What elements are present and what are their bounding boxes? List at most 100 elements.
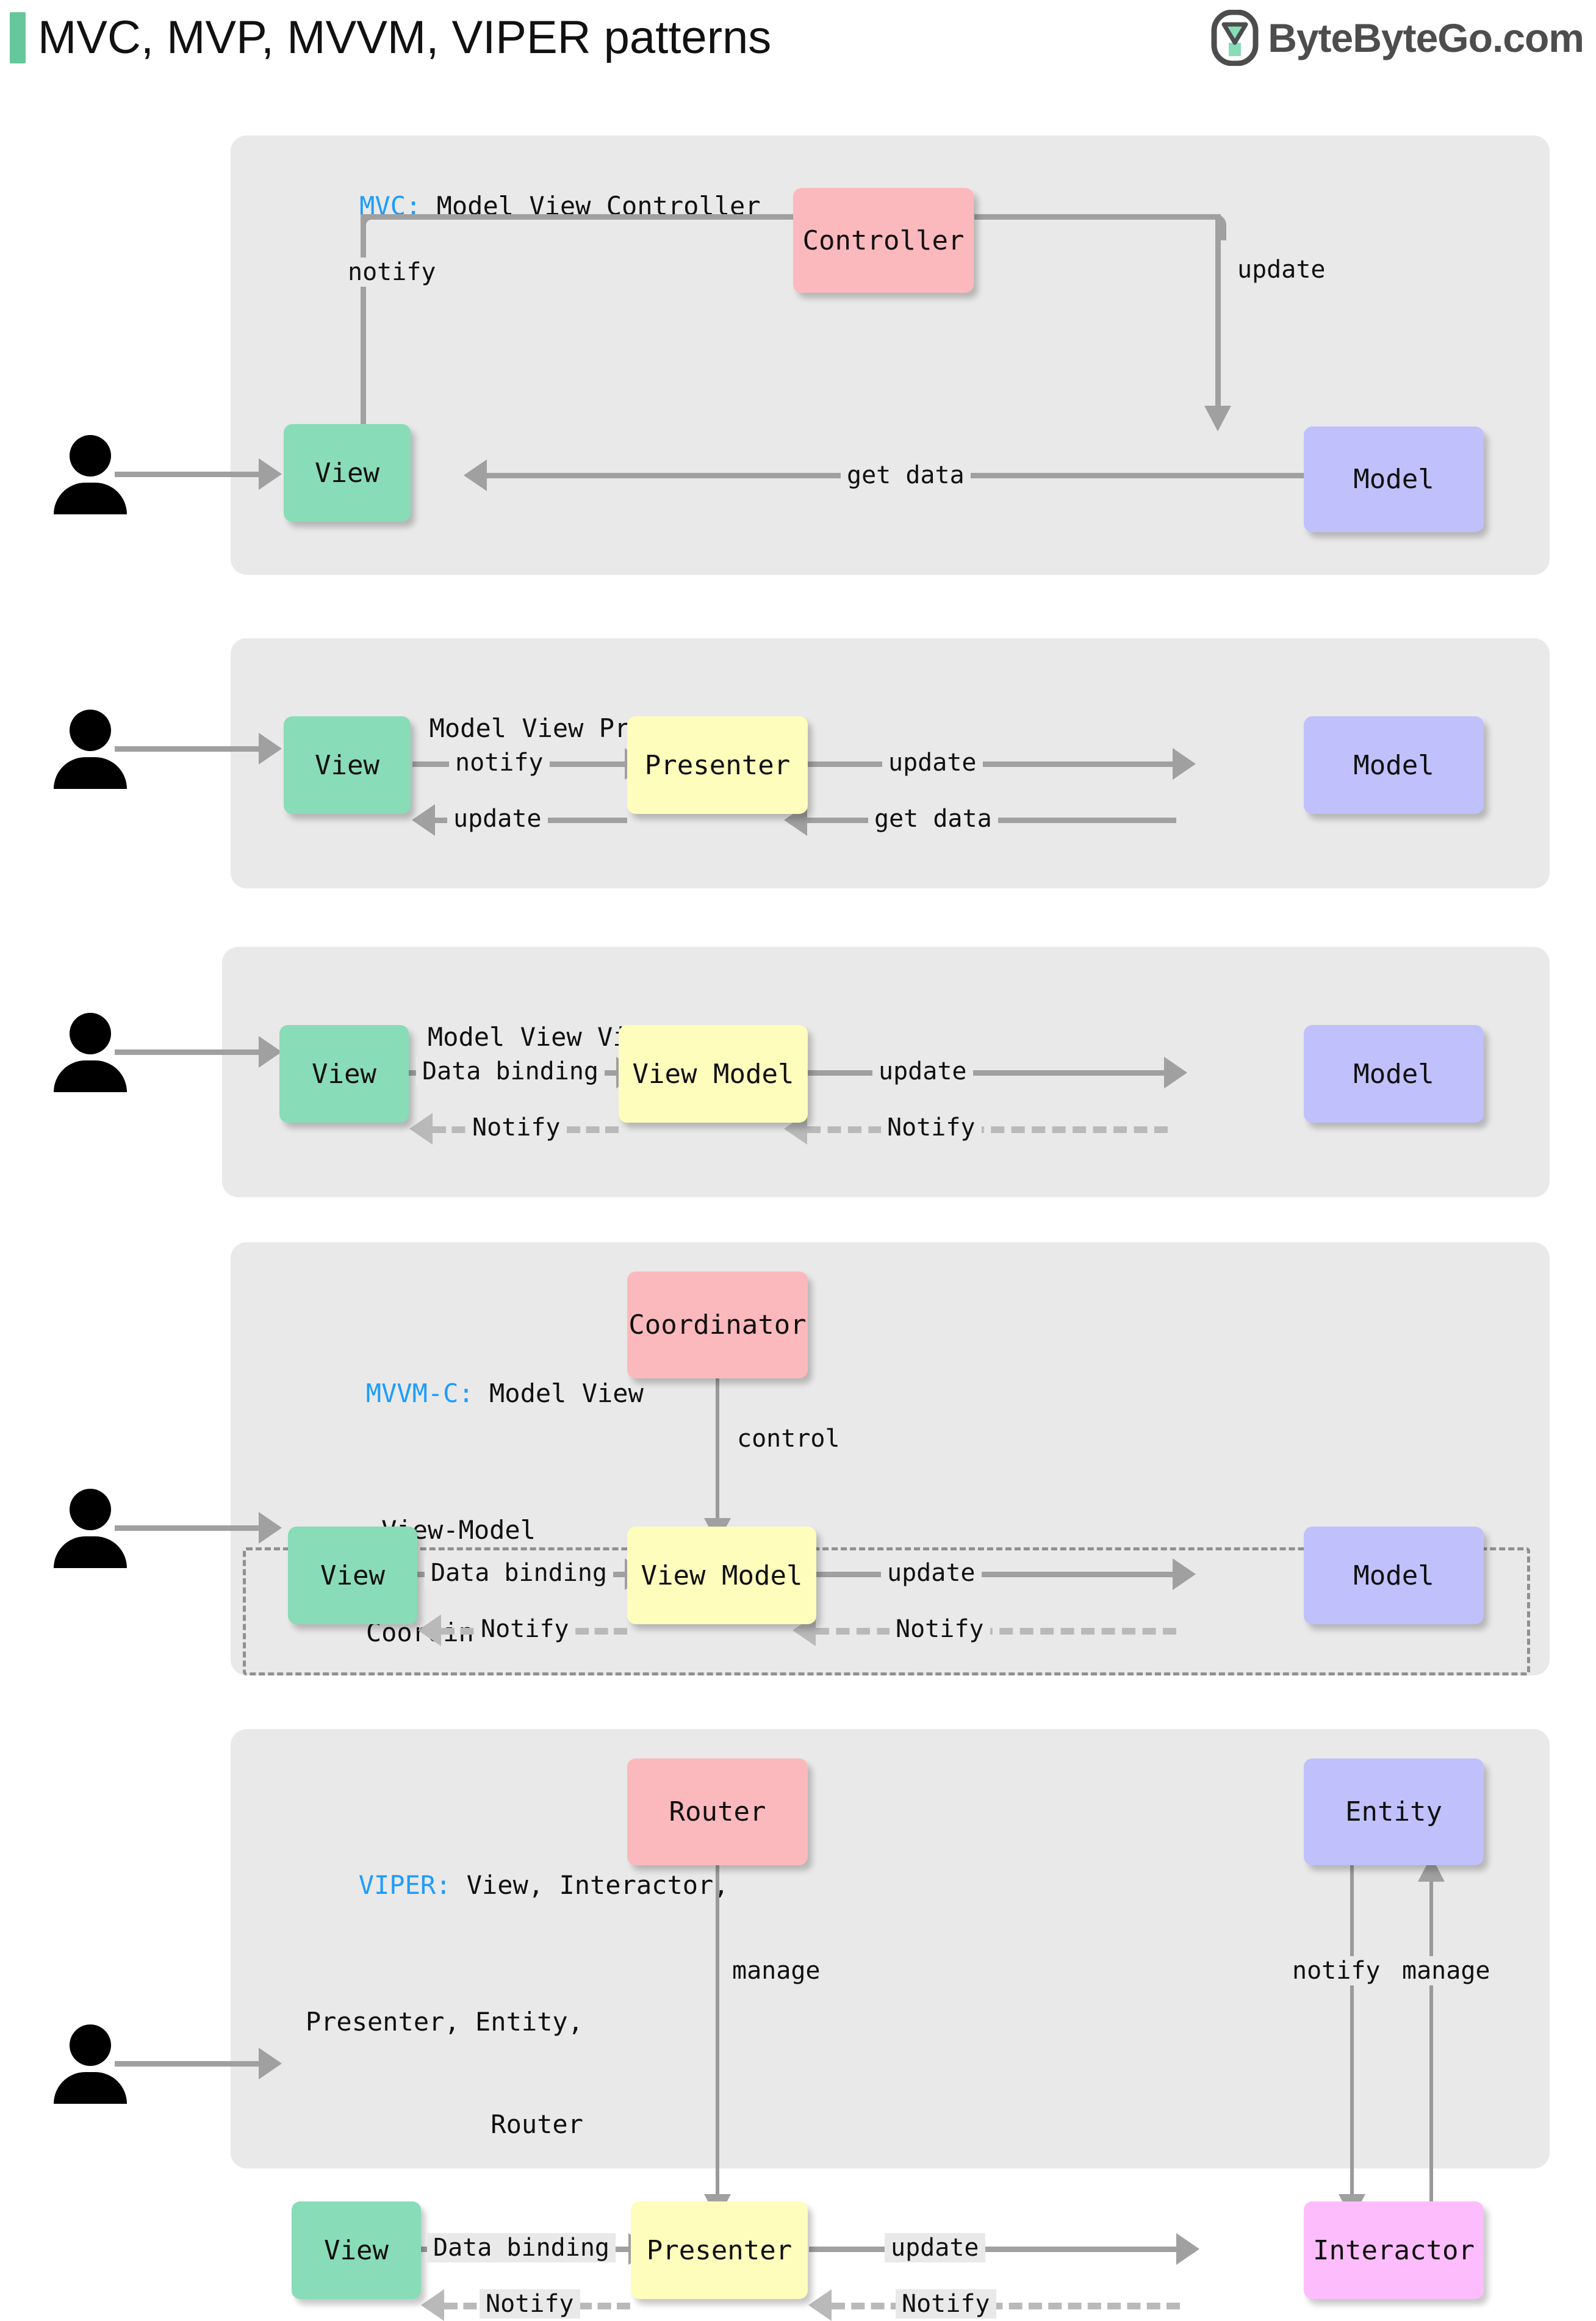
mvvmc-control-vline (716, 1378, 719, 1534)
viper-entity-manage-label: manage (1396, 1956, 1497, 1985)
viper-entity-notify-vline (1350, 1865, 1354, 2207)
mvp-notify-label: notify (449, 748, 550, 777)
mvvm-update-label: update (872, 1057, 973, 1086)
user-body (54, 757, 127, 789)
node-view-model-mvvmc[interactable]: View Model (627, 1527, 816, 1624)
node-model-mvvmc[interactable]: Model (1304, 1527, 1484, 1624)
mvvmc-notify-left-arrowhead (418, 1614, 441, 1646)
node-model-mvvm[interactable]: Model (1304, 1025, 1484, 1123)
bytebytego-logo-icon (1211, 10, 1259, 66)
node-presenter-viper[interactable]: Presenter (631, 2201, 808, 2299)
brand-text: ByteByteGo.com (1268, 15, 1584, 60)
node-presenter-mvp[interactable]: Presenter (627, 716, 808, 814)
panel-mvp: MVP: Model View Presenter notify update … (231, 638, 1550, 888)
viper-notify-left-label: Notify (480, 2289, 580, 2319)
user-icon-mvvm (54, 1013, 127, 1092)
user-icon-viper (54, 2024, 127, 2104)
user-arrow-line-mvc (115, 472, 260, 477)
panel-mvvmc-subtitle: Model View (473, 1378, 644, 1408)
mvvmc-update-label: update (881, 1558, 982, 1588)
viper-entity-notify-label: notify (1286, 1956, 1387, 1985)
panel-viper-title-line1: VIPER: View, Interactor, (266, 1834, 729, 1937)
panel-viper-subtitle: View, Interactor, (451, 1870, 729, 1900)
user-arrow-head-mvvm (259, 1036, 282, 1068)
mvc-update-label: update (1231, 255, 1332, 284)
panel-viper-key: VIPER: (358, 1870, 451, 1900)
node-router[interactable]: Router (627, 1758, 808, 1865)
node-view-mvvm[interactable]: View (279, 1025, 409, 1123)
panel-viper-title: VIPER: View, Interactor, Presenter, Enti… (266, 1766, 729, 2210)
viper-notify-right-label: Notify (896, 2289, 996, 2319)
mvvmc-update-line (793, 1572, 1175, 1577)
panel-mvvmc-title-line1: MVVM-C: Model View (273, 1342, 644, 1445)
node-view-mvp[interactable]: View (284, 716, 411, 814)
mvp-update-arrowhead (1173, 748, 1196, 780)
user-icon-mvp (54, 710, 127, 789)
node-interactor-viper[interactable]: Interactor (1304, 2201, 1484, 2299)
user-body (54, 483, 127, 514)
mvc-getdata-label: get data (841, 461, 971, 490)
mvvm-notify-right-line (807, 1126, 1168, 1133)
viper-update-label: update (885, 2233, 985, 2262)
mvvmc-control-label: control (731, 1424, 846, 1453)
node-view-mvvmc[interactable]: View (288, 1527, 417, 1624)
panel-mvvmc: MVVM-C: Model View View-Model Coordinato… (231, 1242, 1550, 1675)
user-arrow-line-mvvmc (115, 1525, 260, 1531)
user-body (54, 1536, 127, 1568)
mvc-notify-label: notify (342, 257, 442, 287)
node-view-model-mvvm[interactable]: View Model (619, 1025, 808, 1123)
panel-viper-title-line2: Presenter, Entity, (305, 2007, 583, 2037)
node-controller[interactable]: Controller (793, 188, 974, 293)
user-head (70, 1013, 111, 1054)
mvvm-notify-left-label: Notify (466, 1113, 567, 1142)
mvc-notify-hline (361, 214, 946, 220)
panel-viper-title-line3: Router (491, 2109, 583, 2139)
user-icon-mvvmc (54, 1489, 127, 1568)
mvvmc-notify-right-line (816, 1628, 1176, 1635)
viper-update-arrowhead (1176, 2233, 1199, 2265)
user-body (54, 2072, 127, 2104)
user-arrow-line-viper (115, 2061, 260, 2067)
viper-manage-label: manage (726, 1956, 827, 1985)
user-icon-mvc (54, 435, 127, 514)
viper-notify-left-arrowhead (421, 2289, 444, 2321)
mvvm-update-line (785, 1070, 1166, 1076)
user-arrow-head-viper (259, 2048, 282, 2079)
viper-manage-vline (716, 1865, 719, 2207)
mvc-getdata-arrowhead (464, 459, 487, 491)
mvc-update-vline (1215, 214, 1221, 422)
mvp-update-back-label: update (447, 804, 548, 833)
mvvm-update-arrowhead (1164, 1057, 1187, 1089)
brand: ByteByteGo.com (1210, 5, 1584, 71)
mvc-update-arrowhead (1204, 406, 1231, 431)
mvvmc-databinding-label: Data binding (425, 1558, 613, 1588)
node-entity[interactable]: Entity (1304, 1758, 1484, 1865)
mvvmc-update-arrowhead (1173, 1558, 1196, 1590)
node-view-mvc[interactable]: View (284, 424, 411, 522)
mvvmc-notify-left-label: Notify (475, 1614, 575, 1644)
mvc-update-hline (974, 214, 1221, 220)
node-view-viper[interactable]: View (292, 2201, 421, 2299)
mvc-notify-vline (361, 214, 366, 425)
panel-mvc-title: MVC: Model View Controller (298, 155, 760, 257)
user-arrow-line-mvp (115, 746, 260, 752)
user-arrow-head-mvp (259, 733, 282, 765)
mvvmc-notify-right-label: Notify (890, 1614, 990, 1644)
node-model-mvp[interactable]: Model (1304, 716, 1484, 814)
viper-notify-right-line (832, 2303, 1180, 2309)
viper-update-line (809, 2247, 1179, 2252)
viper-notify-right-arrowhead (808, 2289, 832, 2321)
panel-viper: VIPER: View, Interactor, Presenter, Enti… (231, 1729, 1550, 2321)
user-head (70, 435, 111, 477)
node-model-mvc[interactable]: Model (1304, 426, 1484, 532)
node-coordinator[interactable]: Coordinator (627, 1272, 808, 1378)
mvvm-databinding-label: Data binding (416, 1057, 605, 1086)
user-arrow-line-mvvm (115, 1049, 260, 1055)
mvc-notify-corner (361, 214, 387, 240)
user-arrow-head-mvvmc (259, 1512, 282, 1544)
user-head (70, 1489, 111, 1530)
mvp-update-back-arrowhead (412, 804, 435, 836)
panel-mvc: MVC: Model View Controller notify update… (231, 135, 1550, 575)
user-body (54, 1060, 127, 1092)
page-title: MVC, MVP, MVVM, VIPER patterns (38, 12, 772, 63)
